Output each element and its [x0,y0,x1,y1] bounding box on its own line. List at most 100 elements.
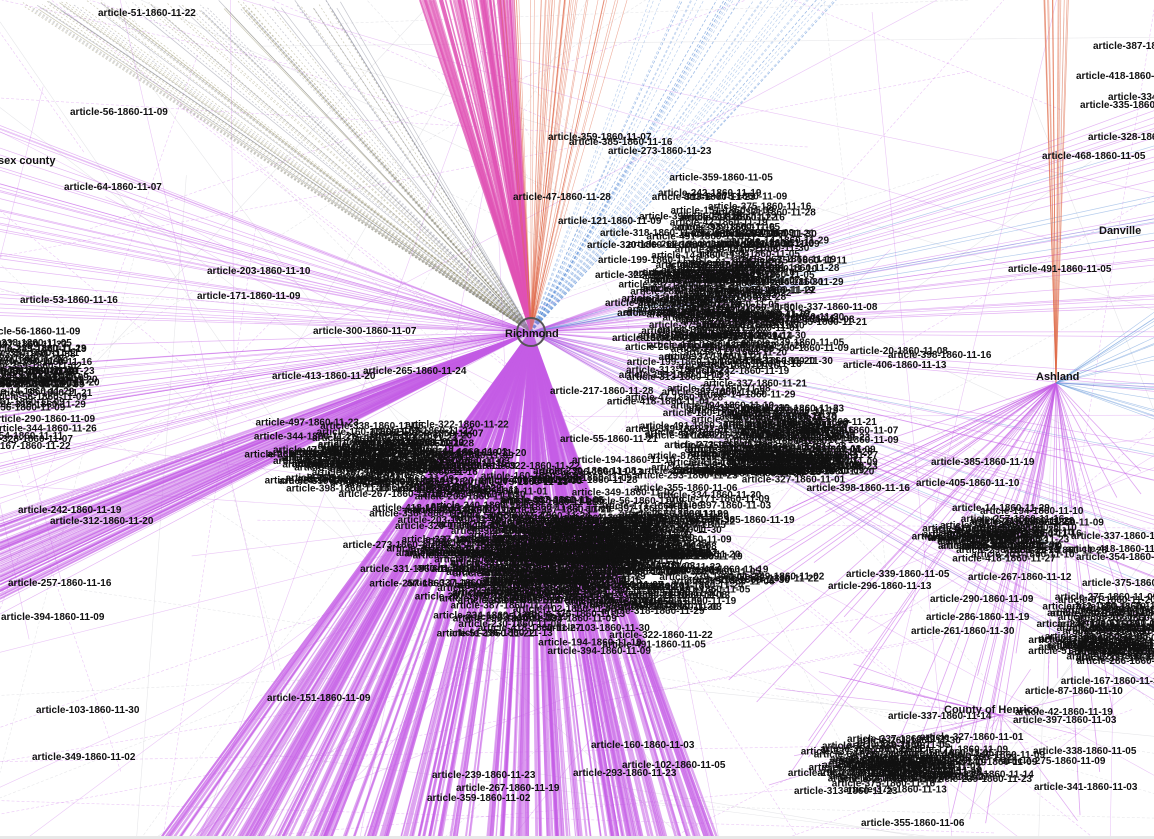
article-label[interactable]: article-14-1860-11-29 [746,277,844,288]
article-label[interactable]: article-405-1860-11-10 [627,305,731,316]
article-label[interactable]: article-335-1860-11-19 [1080,100,1154,111]
article-label[interactable]: article-239-1860-11-23 [532,557,636,568]
article-label[interactable]: article-180-1860-11-20 [575,533,679,544]
article-label[interactable]: article-334-1860-11-30 [1108,92,1154,103]
article-label[interactable]: article-320-1860-11-30 [334,447,438,458]
article-label[interactable]: article-290-1860-11-09 [663,312,767,323]
article-label[interactable]: article-398-1860-11-16 [0,357,93,368]
article-label[interactable]: article-261-1860-11-30 [911,626,1015,637]
article-label[interactable]: article-320-1860-11-30 [741,312,845,323]
article-label[interactable]: article-337-1860-11-21 [773,417,877,428]
article-label[interactable]: article-331-1860-11-28 [822,741,926,752]
article-label[interactable]: article-322-1860-11-22 [0,353,64,364]
article-label[interactable]: article-468-1860-11-05 [1057,623,1154,634]
article-label[interactable]: article-375-1860-11-16 [1082,578,1154,589]
article-label[interactable]: article-203-1860-11-10 [688,444,792,455]
article-label[interactable]: article-338-1860-11-05 [502,496,606,507]
article-label[interactable]: article-387-1860-11-21 [498,532,602,543]
article-label[interactable]: article-296-1860-11-13 [0,380,66,391]
article-label[interactable]: article-167-1860-11-30 [701,321,805,332]
article-label[interactable]: article-293-1860-11-23 [634,471,738,482]
article-label[interactable]: article-468-1860-11-05 [1042,151,1146,162]
article-label[interactable]: article-20-1860-11-08 [850,346,948,357]
article-label[interactable]: article-167-1860-11-22 [312,468,416,479]
article-label[interactable]: article-331-1860-11-28 [362,477,466,488]
article-label[interactable]: article-42-1860-11-19 [741,405,839,416]
article-label[interactable]: article-64-1860-11-07 [814,750,912,761]
article-label[interactable]: article-387-1860-11-21 [933,525,1037,536]
article-label[interactable]: article-328-1860-11-07 [1088,132,1154,143]
article-label[interactable]: article-418-1860-11-01 [0,379,78,390]
article-label[interactable]: article-217-1860-11-28 [676,286,780,297]
article-label[interactable]: article-53-1860-11-16 [523,539,621,550]
article-label[interactable]: article-14-1860-11-29 [0,387,75,398]
article-label[interactable]: article-337-1860-11-08 [667,383,771,394]
article-label[interactable]: article-313-1860-11-23 [652,192,756,203]
article-label[interactable]: article-349-1860-11-02 [745,452,849,463]
article-label[interactable]: article-337-1860-11-14 [930,769,1034,780]
article-label[interactable]: article-359-1860-11-02 [0,361,82,372]
article-label[interactable]: article-171-1860-11-09 [795,435,899,446]
article-label[interactable]: article-47-1860-11-28 [625,392,723,403]
article-label[interactable]: article-275-1860-11-09 [616,552,720,563]
article-label[interactable]: article-290-1860-11-09 [0,356,69,367]
article-label[interactable]: article-64-1860-11-07 [573,537,671,548]
article-label[interactable]: article-337-1860-11-14 [679,332,783,343]
article-label[interactable]: article-203-1860-11-10 [497,539,601,550]
article-label[interactable]: article-20-1860-11-08 [533,566,631,577]
article-label[interactable]: article-55-1860-11-21 [642,284,740,295]
article-label[interactable]: article-300-1860-11-07 [560,580,664,591]
article-label[interactable]: article-385-1860-11-16 [569,137,673,148]
article-label[interactable]: article-398-1860-11-16 [698,359,802,370]
article-label[interactable]: article-491-1860-11-05 [711,270,815,281]
article-label[interactable]: article-203-1860-11-10 [971,550,1075,561]
article-label[interactable]: article-51-1860-11-22 [679,212,777,223]
article-label[interactable]: article-103-1860-11-30 [615,588,719,599]
article-label[interactable]: article-121-1860-11-09 [558,216,662,227]
article-label[interactable]: article-273-1860-11-23 [343,540,447,551]
article-label[interactable]: article-296-1860-11-13 [733,432,837,443]
article-label[interactable]: article-286-1860-11-19 [1057,636,1154,647]
article-label[interactable]: article-320-1860-11-30 [298,475,402,486]
article-label[interactable]: article-47-1860-11-28 [513,192,611,203]
article-label[interactable]: article-375-1860-11-13 [439,594,543,605]
article-label[interactable]: article-318-1860-11-29 [0,400,86,411]
article-label[interactable]: article-103-1860-11-30 [706,243,810,254]
article-label[interactable]: article-239-1860-11-23 [458,596,562,607]
article-label[interactable]: article-199-1860-11-16 [627,357,731,368]
article-label[interactable]: article-257-1860-11-16 [732,313,836,324]
article-label[interactable]: article-121-1860-11-09 [621,293,725,304]
article-label[interactable]: article-265-1860-11-24 [625,342,729,353]
article-label[interactable]: article-322-1860-11-22 [609,630,713,641]
article-label[interactable]: article-230-1860-11-08 [499,554,603,565]
article-label[interactable]: article-405-1860-11-10 [525,526,629,537]
article-label[interactable]: article-418-1860-11-01 [1076,71,1154,82]
article-label[interactable]: article-56-1860-11-09 [70,107,168,118]
article-label[interactable]: article-468-1860-11-05 [827,764,931,775]
article-label[interactable]: article-385-1860-11-19 [706,308,810,319]
article-label[interactable]: article-121-1860-11-09 [772,445,876,456]
article-label[interactable]: article-341-1860-11-03 [746,430,850,441]
article-label[interactable]: article-257-1860-11-16 [312,461,416,472]
article-label[interactable]: article-375-1860-11-13 [312,433,416,444]
article-label[interactable]: article-468-1860-11-05 [554,528,658,539]
article-label[interactable]: article-375-1860-11-16 [0,373,72,384]
article-label[interactable]: article-337-1860-11-21 [1076,653,1154,664]
article-label[interactable]: article-242-1860-11-19 [686,366,790,377]
article-label[interactable]: article-398-1860-11-16 [699,467,803,478]
article-label[interactable]: article-261-1860-11-30 [244,450,348,461]
article-label[interactable]: article-257-1860-11-16 [508,543,612,554]
article-label[interactable]: article-418-1860-11-27 [835,755,939,766]
article-label[interactable]: article-491-1860-11-05 [647,585,751,596]
article-label[interactable]: article-42-1860-11-19 [356,443,454,454]
article-label[interactable]: article-290-1860-11-09 [434,554,538,565]
article-label[interactable]: article-199-1860-11-16 [538,575,642,586]
article-label[interactable]: article-387-1860-11-21 [1093,41,1154,52]
article-label[interactable]: article-265-1860-11-24 [681,316,785,327]
article-label[interactable]: article-406-1860-11-13 [601,582,705,593]
article-label[interactable]: article-385-1860-11-16 [738,455,842,466]
article-label[interactable]: article-375-1860-11-16 [708,201,812,212]
article-label[interactable]: article-81-1860-11-20 [1093,624,1154,635]
article-label[interactable]: article-194-1860-11-10 [671,401,775,412]
article-label[interactable]: article-160-1860-11-03 [317,427,421,438]
